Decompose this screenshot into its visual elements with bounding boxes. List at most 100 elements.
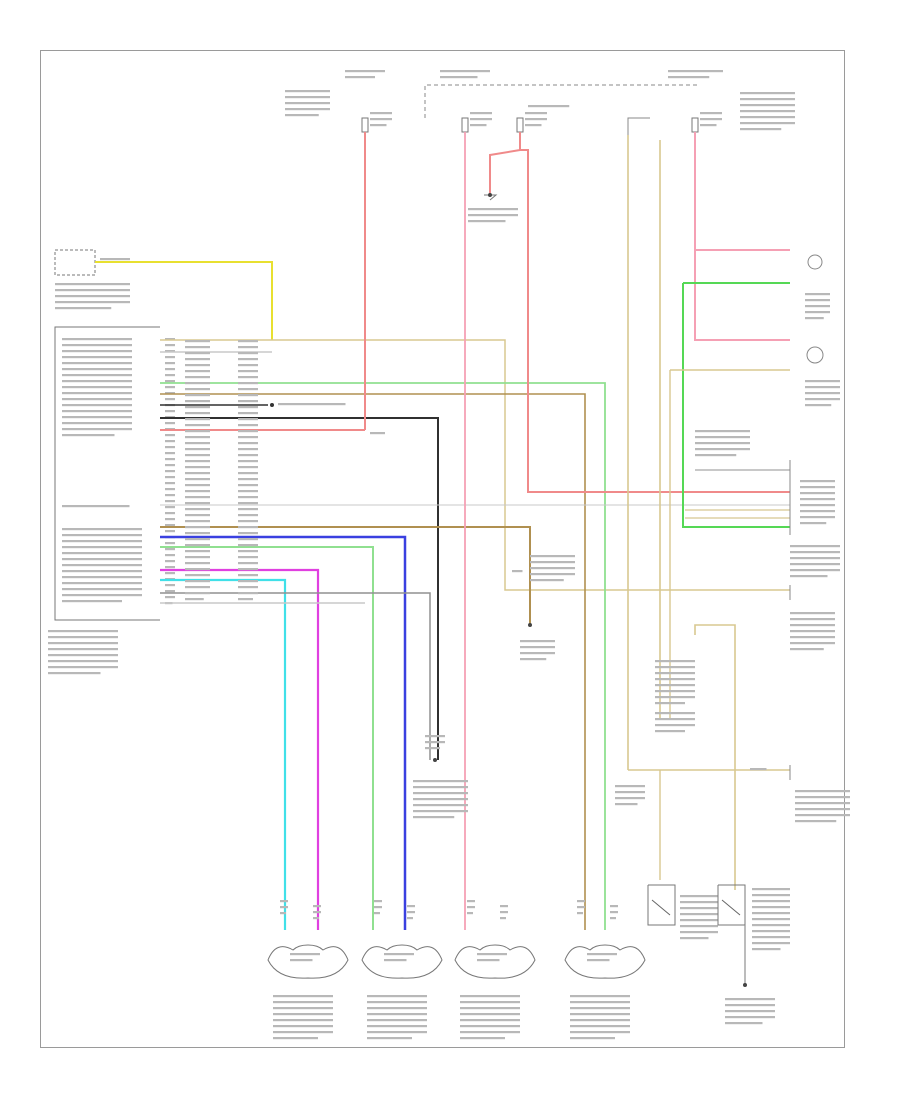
wire-color-codes-1	[185, 520, 210, 523]
brake-level-switch-label	[752, 894, 790, 897]
wire-color-codes-2	[238, 418, 258, 421]
wire-color-codes-1	[185, 412, 210, 415]
fuse-1	[361, 117, 369, 133]
fuse-description-1	[285, 96, 330, 99]
wire-color-codes-1	[185, 376, 210, 379]
ebcm-pin-numbers	[165, 356, 175, 359]
wire-color-codes-1	[185, 544, 210, 547]
engine-control-module-label	[55, 283, 130, 286]
sensor-label-right-front	[460, 1025, 520, 1028]
wire-color-codes-1	[185, 442, 210, 445]
wire-label-right	[750, 768, 767, 771]
ebcm-pin-numbers	[165, 338, 175, 341]
splice-dot	[528, 623, 532, 627]
wheel-speed-sensor-left-front	[564, 944, 646, 979]
splice-label	[520, 646, 555, 649]
ebcm-pin-labels	[62, 356, 132, 359]
ground-label-top	[468, 220, 506, 223]
wire-color-codes-1	[185, 418, 210, 421]
fuse-label-1	[345, 70, 385, 73]
connector-pins-ground	[425, 747, 440, 750]
wire-color-codes-1	[185, 592, 210, 595]
fuse-text-1	[370, 118, 392, 121]
wire-color-codes-1	[185, 472, 210, 475]
sensor-label-left-rear	[367, 1019, 427, 1022]
ground-label-mid	[413, 816, 455, 819]
wire-pink-brakelamp	[694, 250, 790, 341]
fuse-description-2	[740, 110, 795, 113]
park-brake-switch	[647, 884, 676, 926]
wire-yellow-ecm	[95, 261, 273, 340]
wire-color-codes-1	[185, 388, 210, 391]
stoplamp-label	[790, 624, 835, 627]
ebcm-pin-numbers	[165, 506, 175, 509]
splice-label-right	[615, 791, 645, 794]
wire-color-codes-1	[185, 496, 210, 499]
ebcm-pin-numbers	[165, 446, 175, 449]
ebcm-pin-labels	[62, 428, 132, 431]
splice-label-right	[615, 797, 645, 800]
brake-level-switch-label	[752, 912, 790, 915]
fuse-description-2	[740, 122, 795, 125]
brake-fluid-label	[805, 398, 840, 401]
stoplamp-label	[790, 612, 835, 615]
ebcm-pin-numbers	[165, 566, 175, 569]
wire-color-codes-2	[238, 478, 258, 481]
connector-pins-ground	[425, 741, 445, 744]
connector-label-right	[790, 563, 840, 566]
ebcm-pin-numbers	[165, 584, 175, 587]
wire-color-codes-2	[238, 430, 258, 433]
wire-color-codes-2	[238, 598, 253, 601]
sensor-label-left-front	[570, 1013, 630, 1016]
brake-level-switch-label	[752, 900, 790, 903]
ebcm-pin-numbers	[165, 512, 175, 515]
ground-dot-bottom	[743, 983, 747, 987]
sensor-pin-a-1	[280, 900, 288, 903]
wire-color-codes-2	[238, 532, 258, 535]
brake-fluid-label	[805, 380, 840, 383]
wire-color-codes-1	[185, 406, 210, 409]
splice-label	[520, 658, 547, 661]
ebcm-pin-labels	[62, 398, 132, 401]
brake-switch-label	[695, 442, 750, 445]
fuse-description-2	[740, 104, 795, 107]
junction-label-mid	[530, 573, 575, 576]
wire-color-codes-1	[185, 508, 210, 511]
wire-color-codes-2	[238, 400, 258, 403]
ebcm-pin-numbers	[165, 500, 175, 503]
sensor-label-right-rear	[273, 1001, 333, 1004]
sensor-label-left-front	[570, 1019, 630, 1022]
fuse-text-2	[470, 112, 492, 115]
sensor-inner-label-3	[477, 953, 507, 956]
ebcm-pin-numbers	[165, 350, 175, 353]
sensor-label-left-rear	[367, 1001, 427, 1004]
wire-color-codes-1	[185, 538, 210, 541]
brake-level-switch-label	[752, 930, 790, 933]
sensor-pin-b-1	[313, 911, 321, 914]
fuse-4	[691, 117, 699, 133]
junction-label-mid	[530, 567, 575, 570]
ebcm-pin-numbers	[165, 434, 175, 437]
sensor-label-left-front	[570, 1037, 615, 1040]
fuse-3	[516, 117, 524, 133]
sensor-pin-b-2	[407, 911, 415, 914]
engine-control-module-label	[55, 307, 112, 310]
ground-dot-top	[488, 193, 492, 197]
wire-color-codes-1	[185, 580, 210, 583]
sensor-label-left-rear	[367, 995, 427, 998]
ebcm-pin-labels	[62, 362, 132, 365]
wire-darkgray-pin8	[160, 417, 439, 760]
sensor-label-right-front	[460, 995, 520, 998]
sensor-pin-b-2	[407, 905, 415, 908]
ebcm-pin-numbers	[165, 494, 175, 497]
wire-blue-rightrear	[160, 535, 407, 930]
sensor-pin-b-3	[500, 917, 506, 920]
sensor-pin-a-1	[280, 912, 286, 915]
wire-color-codes-1	[185, 574, 210, 577]
wire-cyan-rightfront	[160, 578, 287, 930]
ebcm-pin-labels-lower	[62, 570, 142, 573]
wire-color-codes-2	[238, 574, 258, 577]
connector-pins-mid	[655, 666, 695, 669]
wire-violet-rightfront	[160, 568, 320, 930]
ebcm-pin-labels	[62, 404, 132, 407]
